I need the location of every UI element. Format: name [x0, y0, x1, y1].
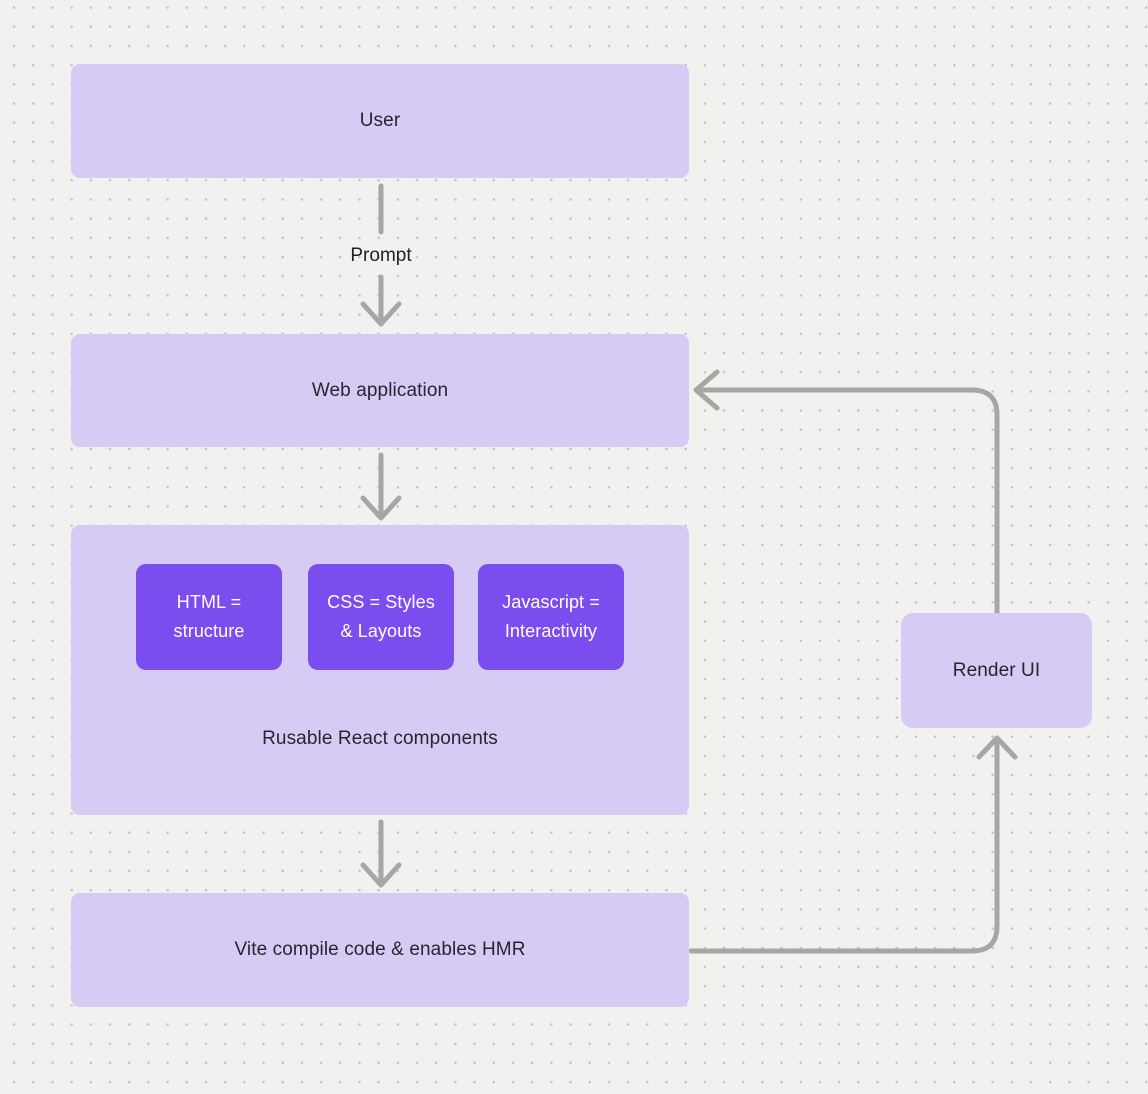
- arrow-up-icon: [976, 735, 1018, 760]
- react-components-container-node: HTML = structure CSS = Styles & Layouts …: [71, 525, 689, 815]
- chip-html-line2: structure: [173, 621, 245, 641]
- chip-javascript: Javascript = Interactivity: [478, 564, 624, 670]
- chip-css-line1: CSS = Styles: [327, 592, 435, 612]
- chip-html-line1: HTML =: [176, 592, 242, 612]
- user-node-label: User: [359, 110, 401, 131]
- chip-javascript-line2: Interactivity: [504, 621, 598, 641]
- user-node: User: [71, 64, 689, 178]
- web-application-node-label: Web application: [311, 379, 449, 401]
- chip-css-line2: & Layouts: [340, 621, 422, 641]
- prompt-edge-label: Prompt: [350, 245, 412, 266]
- arrow-components-to-vite: [360, 819, 402, 888]
- react-components-container-label: Rusable React components: [262, 728, 498, 749]
- chip-javascript-line1: Javascript =: [502, 592, 600, 612]
- web-application-node: Web application: [71, 334, 689, 447]
- arrow-down-icon: [360, 862, 402, 888]
- arrow-down-icon: [360, 495, 402, 521]
- chip-html: HTML = structure: [136, 564, 282, 670]
- arrow-vite-to-renderui: [688, 735, 1018, 954]
- render-ui-node-label: Render UI: [952, 659, 1041, 681]
- arrow-renderui-to-webapp: [693, 369, 1000, 616]
- arrow-webapp-to-components: [360, 452, 402, 521]
- vite-node-label: Vite compile code & enables HMR: [234, 939, 526, 960]
- render-ui-node: Render UI: [901, 613, 1092, 728]
- vite-node: Vite compile code & enables HMR: [71, 893, 689, 1007]
- arrow-down-icon: [360, 301, 402, 327]
- chip-css: CSS = Styles & Layouts: [308, 564, 454, 670]
- arrow-left-icon: [693, 369, 720, 411]
